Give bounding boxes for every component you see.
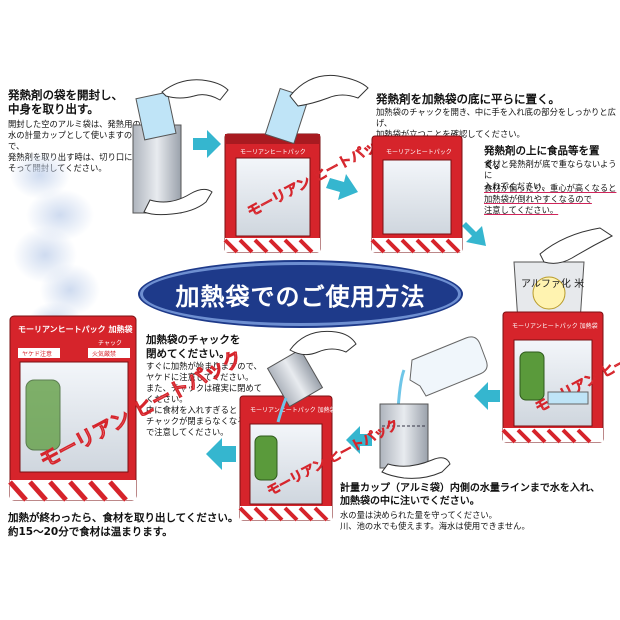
step4-body: 水の量は決められた量を守ってください。 川、池の水でも使えます。海水は使用できま… [340, 510, 530, 531]
bag-big-label: モーリアン ヒートパック [245, 132, 392, 220]
step6-title: 加熱が終わったら、食材を取り出してください。 約15～20分で食材は温まります。 [8, 512, 239, 538]
food-can [254, 435, 278, 481]
step2-title: 発熱剤を加熱袋の底に平らに置く。 [376, 92, 560, 106]
bag-brand: モーリアンヒートパック [386, 149, 452, 156]
step5-title: 加熱袋のチャックを 閉めてください。 [146, 334, 241, 360]
bag-brand-long: モーリアンヒートパック 加熱袋 [18, 324, 133, 334]
bag-brand: モーリアンヒートパック [240, 149, 306, 156]
step2-illustration: モーリアンヒートパック モーリアン ヒートパック [223, 74, 392, 254]
step5-body: すぐに加熱が始まりますので、 ヤケドに注意してください。 また、チャックは確実に… [146, 361, 263, 437]
step6-illustration: モーリアンヒートパック 加熱袋 チャック ヤケド注意 火気厳禁 モーリアン ヒー… [8, 151, 247, 502]
measuring-cup [379, 403, 429, 469]
step4-title: 計量カップ（アルミ袋）内側の水量ラインまで水を入れ、 加熱袋の中に注いでください… [340, 483, 600, 507]
arrow-left-icon [346, 426, 372, 454]
bag-brand-long: モーリアンヒートパック 加熱袋 [512, 322, 598, 330]
step1-body: 開封した空のアルミ袋は、発熱用の 水の計量カップとして使いますので、 発熱剤を取… [8, 119, 141, 173]
title-banner: 加熱袋でのご使用方法 [140, 262, 461, 326]
arrow-left-icon [474, 382, 500, 410]
bag-zipper-label: チャック [98, 340, 122, 347]
banner-title: 加熱袋でのご使用方法 [175, 282, 426, 311]
hand-icon [143, 188, 213, 216]
water-bottle [409, 336, 488, 397]
food-label: アルファ化 米 [521, 277, 584, 290]
heating-bag [502, 311, 604, 443]
step3-illustration: モーリアンヒートパック [370, 135, 463, 254]
arrow-down-icon [462, 222, 486, 246]
step4-cup-illustration [379, 336, 488, 479]
hand-icon [539, 227, 613, 264]
step3-title: 発熱剤の上に食品等を置く。 [484, 145, 600, 171]
hand-icon [289, 330, 357, 356]
heating-agent [264, 87, 310, 145]
heating-bag [224, 133, 321, 253]
bag-caution-burn: ヤケド注意 [22, 350, 52, 358]
steam-icon [10, 151, 100, 338]
step4-bag-illustration: モーリアンヒートパック 加熱袋 モーリアン ヒートパック [501, 311, 620, 444]
step1-title: 発熱剤の袋を開封し、 中身を取り出す。 [8, 88, 123, 116]
heating-bag [9, 315, 137, 501]
hand-icon [381, 457, 451, 479]
food-packet-illustration: アルファ化 米 [513, 227, 613, 323]
food-can [519, 351, 545, 401]
bag-big-label: モーリアン ヒートパック [533, 328, 620, 416]
hand-icon [161, 79, 229, 101]
heating-bag [371, 135, 463, 253]
food-packet [513, 261, 585, 323]
arrow-right-icon [193, 130, 221, 158]
food-can [25, 379, 61, 451]
arrow-left-icon [206, 438, 236, 470]
arrow-right-icon [326, 174, 358, 200]
step3-warning: 食材が偏ったり、重心が高くなると 加熱袋が倒れやすくなるので 注意してください。 [484, 183, 617, 215]
hand-icon [289, 74, 369, 107]
step3-body: 食材と発熱剤が底で重ならないように 入れてください。 [484, 159, 617, 191]
bag-caution-fire: 火気厳禁 [92, 350, 116, 358]
step2-body: 加熱袋のチャックを開き、中に手を入れ底の部分をしっかりと広げ、 加熱袋が立つこと… [376, 107, 616, 139]
